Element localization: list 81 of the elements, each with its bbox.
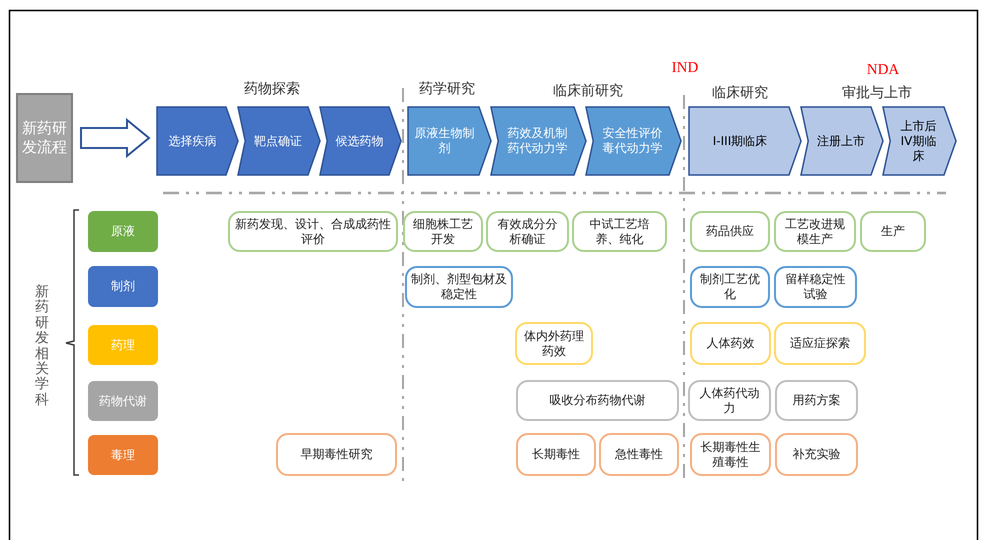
node-text: 早期毒性研究 [300, 447, 372, 462]
process-box [16, 93, 73, 183]
node-text: 制剂工艺优化 [699, 272, 761, 302]
node-text: I-III期临床 [712, 134, 768, 148]
chevron-step [491, 107, 586, 175]
node-text: 体内外药理药效 [523, 328, 585, 358]
chevron-step [157, 107, 238, 175]
rounded-box [775, 433, 858, 476]
block-arrow [80, 118, 151, 158]
node-text: 有效成分分析确证 [496, 216, 558, 246]
node-text: 注册上市 [817, 134, 865, 148]
node-text: 人体药效 [706, 336, 754, 351]
rounded-box [276, 433, 397, 476]
rounded-box [516, 433, 596, 476]
phase-heading: 审批与上市 [842, 84, 912, 102]
node-text: 急性毒性 [615, 447, 663, 462]
node-text: 新药研发流程 [22, 119, 67, 157]
node-text: 工艺改进规模生产 [784, 216, 846, 246]
vertical-label: 新药研发相关学科 [35, 285, 49, 408]
node-text: 补充实验 [792, 447, 840, 462]
node-text: 制剂 [111, 279, 135, 294]
node-text: 适应症探索 [790, 336, 850, 351]
rounded-box [774, 211, 856, 252]
node-text: 药品供应 [706, 224, 754, 239]
rounded-box [690, 433, 771, 476]
node-text: 留样稳定性试验 [784, 272, 846, 302]
phase-heading: 临床前研究 [553, 82, 623, 100]
rounded-box [515, 322, 593, 365]
chevron-step [408, 107, 491, 175]
category-box [88, 435, 158, 475]
chevron-step [586, 107, 681, 175]
rounded-box [516, 380, 679, 421]
node-text: 候选药物 [336, 134, 384, 148]
node-text: 药效及机制药代动力学 [506, 126, 568, 156]
category-box [88, 211, 158, 252]
node-text: 靶点确证 [254, 134, 302, 148]
milestone-label: NDA [866, 62, 900, 79]
rounded-box [774, 322, 866, 365]
node-text: 中试工艺培养、纯化 [588, 216, 650, 246]
chevron-step [238, 107, 320, 175]
node-text: 新药发现、设计、合成成药性评价 [234, 216, 392, 246]
rounded-box [228, 211, 398, 252]
chevron-step [883, 107, 956, 175]
node-text: 长期毒性 [532, 447, 580, 462]
category-box [88, 325, 158, 365]
node-text: 人体药代动力 [698, 386, 760, 416]
chevron-step [320, 107, 401, 175]
node-text: 制剂、剂型包材及稳定性 [411, 272, 507, 302]
node-text: 上市后IV期临床 [900, 118, 938, 164]
rounded-box [774, 266, 857, 308]
node-text: 细胞株工艺开发 [412, 216, 474, 246]
rounded-box [690, 211, 770, 252]
node-text: 吸收分布药物代谢 [550, 393, 646, 408]
node-text: 安全性评价毒代动力学 [602, 126, 664, 156]
milestone-label: IND [672, 60, 698, 77]
rounded-box [688, 380, 771, 421]
phase-heading: 临床研究 [712, 84, 768, 102]
phase-heading: 药物探索 [244, 80, 300, 98]
node-text: 药理 [111, 338, 135, 352]
node-text: 选择疾病 [168, 134, 216, 148]
rounded-box [486, 211, 569, 252]
node-text: 毒理 [111, 448, 135, 462]
chevron-step [801, 107, 883, 175]
node-text: 原液生物制剂 [414, 126, 476, 156]
rounded-box [599, 433, 679, 476]
rounded-box [860, 211, 926, 252]
rounded-box [775, 380, 858, 421]
rounded-box [690, 322, 771, 365]
category-box [88, 266, 158, 307]
node-text: 药物代谢 [99, 394, 147, 408]
node-text: 长期毒性生殖毒性 [700, 440, 762, 470]
rounded-box [572, 211, 667, 252]
chevron-step [689, 107, 801, 175]
node-text: 生产 [881, 224, 905, 239]
node-text: 用药方案 [792, 393, 840, 408]
rounded-box [405, 266, 513, 308]
category-box [88, 381, 158, 421]
rounded-box [690, 266, 770, 308]
phase-heading: 药学研究 [419, 80, 475, 98]
rounded-box [403, 211, 483, 252]
node-text: 原液 [111, 224, 135, 239]
